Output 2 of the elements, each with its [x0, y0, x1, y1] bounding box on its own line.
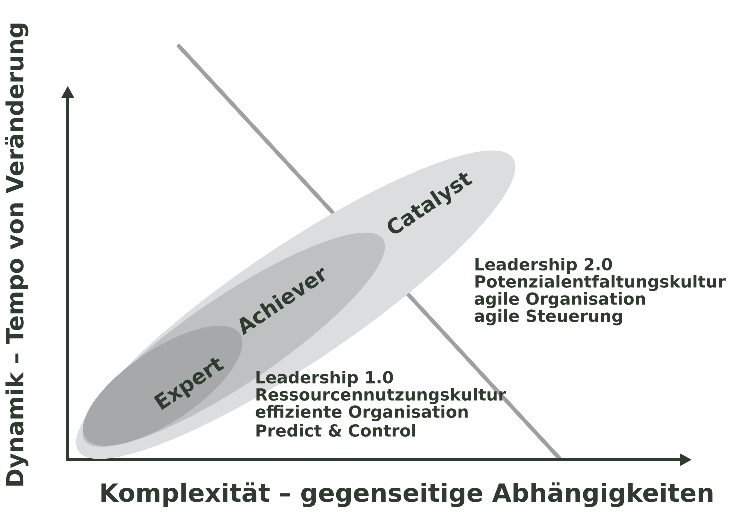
axis-title: Dynamik – Tempo von Veränderung	[5, 24, 29, 486]
axis-title: Komplexität – gegenseitige Abhängigkeiten	[102, 482, 713, 508]
